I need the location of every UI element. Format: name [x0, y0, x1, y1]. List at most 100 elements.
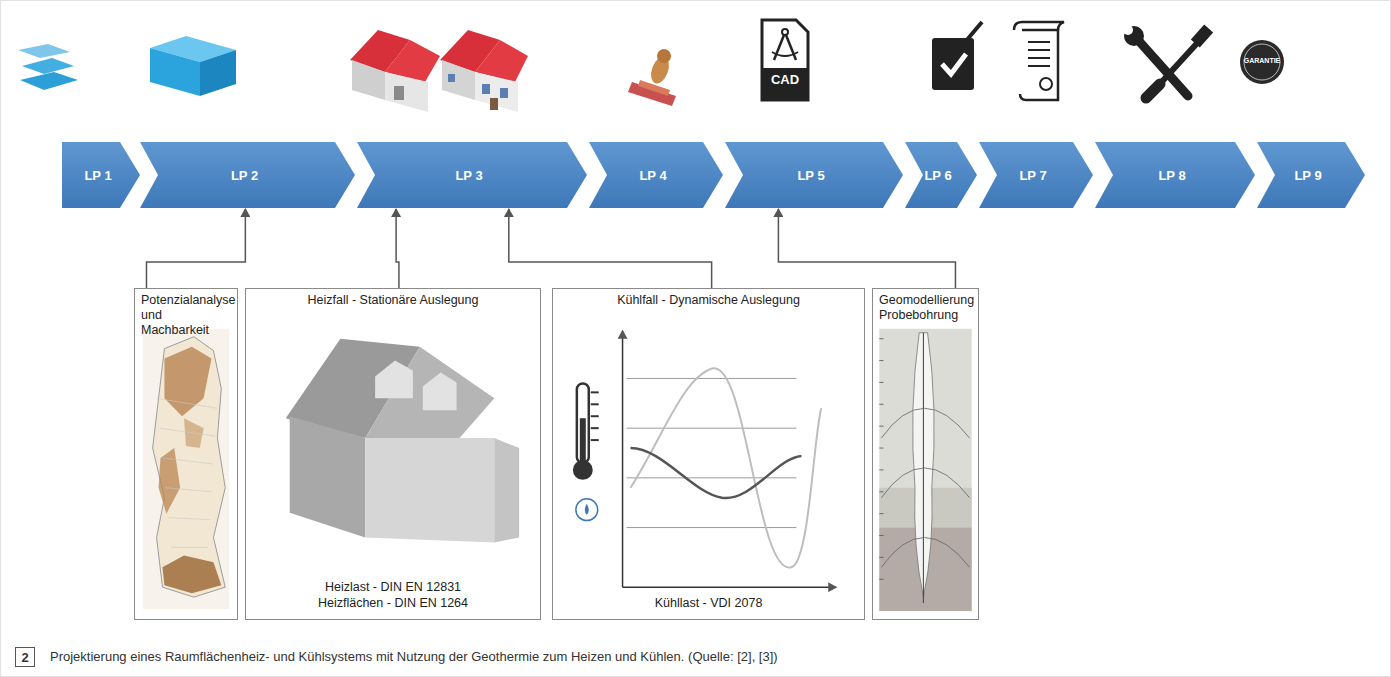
state-border: [171, 547, 207, 548]
y-axis: [622, 331, 623, 587]
dormer: [375, 361, 413, 399]
cad-label: CAD: [762, 72, 808, 87]
chevron-fill: [1257, 142, 1365, 208]
connector: [509, 209, 712, 288]
stamp-icon: [628, 49, 676, 106]
illustration: [553, 289, 864, 619]
depth-tick: [879, 448, 883, 449]
depth-tick: [879, 404, 883, 405]
section-ground: [879, 329, 971, 611]
thermometer-tick: [591, 415, 599, 417]
connector: [146, 209, 245, 288]
thermometer-tick: [591, 439, 599, 441]
house-detail-icon: [440, 30, 528, 112]
guarantee-seal-icon: [1240, 40, 1284, 84]
cad-document-icon: [762, 20, 808, 100]
germany-outline: [153, 337, 226, 597]
checklist-icon: [932, 22, 982, 90]
house-wall: [290, 416, 365, 537]
box-title: Kühlfall - Dynamische Auslegung: [553, 289, 864, 308]
depth-tick: [879, 557, 883, 558]
phase-label: LP 6: [924, 167, 958, 184]
hygrometer-drop: [585, 504, 589, 515]
state-border: [165, 488, 211, 492]
thermometer-fill: [580, 418, 586, 468]
box-title: Geomodellierung Probebohrung: [873, 289, 978, 323]
phase-label: LP 8: [1158, 167, 1192, 184]
phase-chevron: LP 5: [725, 142, 903, 208]
state-border: [157, 398, 218, 408]
potential-region: [162, 555, 221, 593]
depth-tick: [879, 360, 883, 361]
connector: [396, 209, 399, 288]
thermometer-tick: [591, 403, 599, 405]
box-title: Heizfall - Stationäre Auslegung: [246, 289, 540, 308]
phase-label: LP 4: [639, 167, 673, 184]
task-box: Heizfall - Stationäre AuslegungHeizlast …: [245, 288, 541, 620]
norm-reference: Heizflächen - DIN EN 1264: [246, 595, 540, 611]
grid-line: [627, 527, 797, 528]
phase-label: LP 3: [455, 167, 489, 184]
depth-tick: [879, 535, 883, 536]
tools-icon: [1123, 25, 1213, 98]
isotherm: [881, 537, 969, 567]
chevron-fill: [589, 142, 723, 208]
task-box: Potenzialanalyse und Machbarkeit: [134, 288, 238, 620]
phase-chevron: LP 9: [1257, 142, 1365, 208]
norm-reference: Kühllast - VDI 2078: [553, 595, 864, 611]
phase-chevron: LP 7: [979, 142, 1093, 208]
chevron-fill: [725, 142, 903, 208]
connector: [778, 209, 955, 288]
grid-line: [627, 477, 797, 478]
state-border: [162, 458, 213, 464]
norm-reference: Heizlast - DIN EN 12831: [246, 579, 540, 595]
dormer: [423, 372, 457, 410]
outdoor-curve: [631, 368, 822, 567]
house-wall: [365, 438, 494, 542]
chevron-fill: [140, 142, 355, 208]
depth-tick: [879, 338, 883, 339]
certificate-icon: [1014, 22, 1064, 100]
phase-chevron: LP 4: [589, 142, 723, 208]
illustration: [873, 289, 978, 619]
isotherm: [881, 408, 969, 438]
grid-line: [627, 378, 797, 379]
phase-chevron: LP 6: [905, 142, 977, 208]
thermometer-tick: [591, 427, 599, 429]
state-border: [168, 518, 209, 520]
house-icon: [350, 30, 440, 112]
isotherm: [881, 468, 969, 498]
box-title: Potenzialanalyse und Machbarkeit: [135, 289, 237, 338]
phase-chevron: LP 1: [62, 142, 140, 208]
annex: [494, 438, 519, 542]
hygrometer: [576, 499, 598, 521]
guarantee-label: GARANTIE: [1240, 57, 1284, 64]
state-border: [160, 428, 216, 436]
house-roof: [365, 347, 494, 438]
depth-tick: [879, 491, 883, 492]
depth-tick: [879, 382, 883, 383]
figure-number: 2: [15, 647, 35, 667]
chevron-fill: [357, 142, 587, 208]
depth-tick: [879, 426, 883, 427]
chevron-fill: [905, 142, 977, 208]
task-box: Kühlfall - Dynamische AuslegungKühllast …: [552, 288, 865, 620]
illustration: [246, 289, 540, 619]
box-footer: Kühllast - VDI 2078: [553, 595, 864, 611]
room-curve: [631, 448, 802, 498]
mass-model-icon: [150, 36, 236, 96]
grid-line: [627, 428, 797, 429]
depth-tick: [879, 513, 883, 514]
chevron-fill: [1095, 142, 1255, 208]
layers-icon: [18, 44, 78, 90]
x-axis: [623, 586, 837, 587]
phase-chevron: LP 8: [1095, 142, 1255, 208]
chevron-fill: [979, 142, 1093, 208]
phase-label: LP 1: [84, 167, 118, 184]
depth-tick: [879, 469, 883, 470]
phase-label: LP 9: [1294, 167, 1328, 184]
task-box: Geomodellierung Probebohrung: [872, 288, 979, 620]
potential-region: [164, 347, 211, 417]
